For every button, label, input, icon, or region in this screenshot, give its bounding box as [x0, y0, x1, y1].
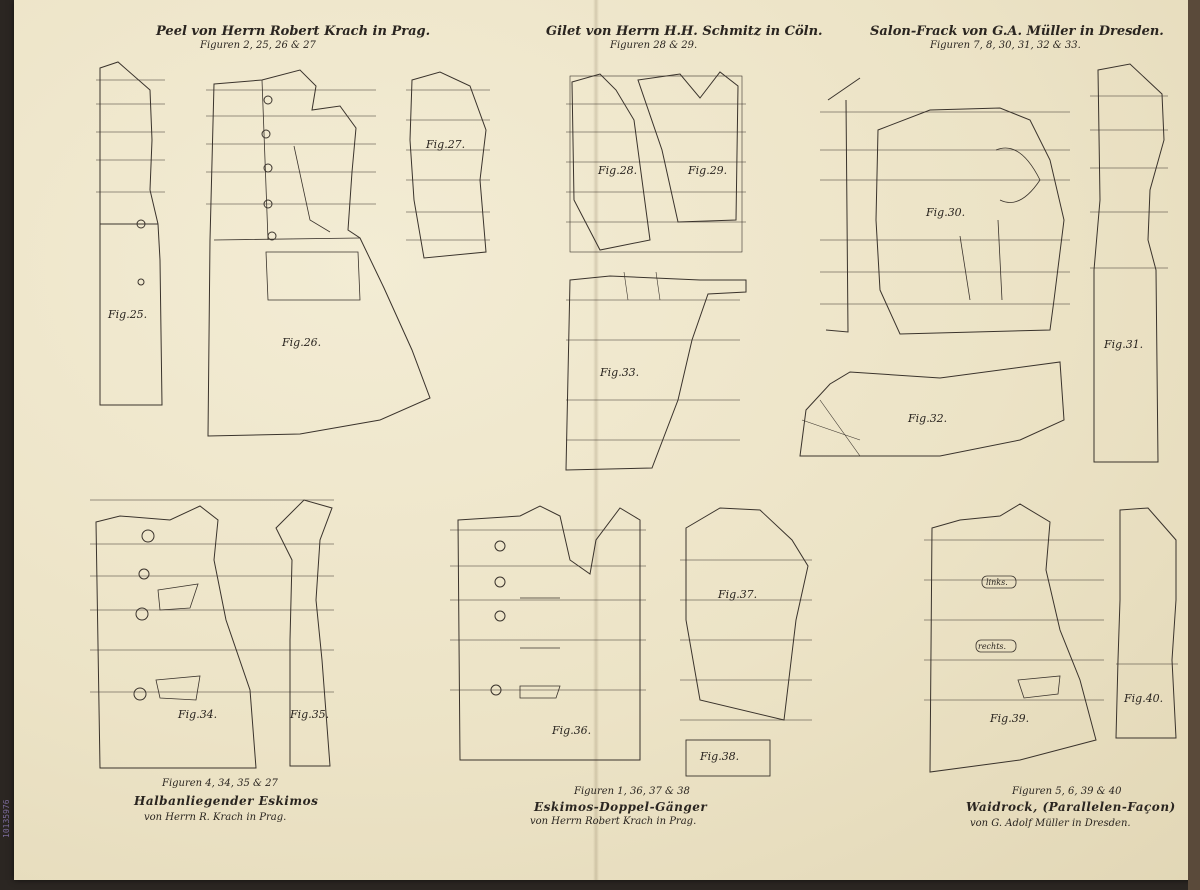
figure-label-33: Fig.33. [600, 366, 640, 379]
pattern-fig-34 [90, 499, 334, 769]
pattern-fig-33 [565, 271, 747, 471]
pattern-fig-26 [206, 69, 431, 437]
header-right-title: Salon-Frack von G.A. Müller in Dresden. [870, 24, 1164, 39]
figure-label-39: Fig.39. [990, 712, 1030, 725]
pattern-fig-36 [450, 505, 646, 761]
caption-3-author: von G. Adolf Müller in Dresden. [970, 818, 1131, 829]
header-middle-subtitle: Figuren 28 & 29. [610, 40, 698, 51]
caption-3-title: Waidrock, (Parallelen-Façon) [966, 800, 1176, 814]
caption-2-author: von Herrn Robert Krach in Prag. [530, 816, 697, 827]
figure-label-29: Fig.29. [688, 164, 728, 177]
figure-label-31: Fig.31. [1104, 338, 1144, 351]
pattern-fig-39 [924, 503, 1104, 773]
pattern-fig-25 [96, 61, 165, 406]
pattern-fig-35 [275, 499, 333, 767]
figure-label-27: Fig.27. [426, 138, 466, 151]
figure-label-35: Fig.35. [290, 708, 330, 721]
caption-2-title: Eskimos-Doppel-Gänger [534, 800, 708, 814]
figure-label-36: Fig.36. [552, 724, 592, 737]
header-left-title: Peel von Herrn Robert Krach in Prag. [156, 24, 431, 39]
figure-label-28: Fig.28. [598, 164, 638, 177]
book-binding [1188, 0, 1200, 890]
figure-label-40: Fig.40. [1124, 692, 1164, 705]
header-left-subtitle: Figuren 2, 25, 26 & 27 [200, 40, 316, 51]
header-right-subtitle: Figuren 7, 8, 30, 31, 32 & 33. [930, 40, 1081, 51]
figure-label-32: Fig.32. [908, 412, 948, 425]
label-rechts: rechts. [978, 642, 1007, 651]
figure-label-34: Fig.34. [178, 708, 218, 721]
caption-1-author: von Herrn R. Krach in Prag. [144, 812, 287, 823]
figure-label-26: Fig.26. [282, 336, 322, 349]
caption-1-subtitle: Figuren 4, 34, 35 & 27 [162, 778, 278, 789]
header-middle-title: Gilet von Herrn H.H. Schmitz in Cöln. [546, 24, 823, 39]
caption-3-subtitle: Figuren 5, 6, 39 & 40 [1012, 786, 1122, 797]
label-links: links. [986, 578, 1008, 587]
figure-label-37: Fig.37. [718, 588, 758, 601]
caption-2-subtitle: Figuren 1, 36, 37 & 38 [574, 786, 690, 797]
pattern-fig-28-29 [566, 71, 746, 253]
archive-stamp: 10135976 [2, 799, 11, 838]
figure-label-38: Fig.38. [700, 750, 740, 763]
pattern-fig-30 [820, 77, 1070, 335]
pattern-fig-31 [1090, 63, 1168, 463]
figure-label-25: Fig.25. [108, 308, 148, 321]
pattern-fig-37-38 [680, 507, 812, 777]
pattern-fig-40 [1115, 507, 1178, 739]
caption-1-title: Halbanliegender Eskimos [134, 794, 319, 808]
figure-label-30: Fig.30. [926, 206, 966, 219]
pattern-fig-27 [406, 71, 490, 259]
pattern-fig-32 [799, 361, 1065, 457]
